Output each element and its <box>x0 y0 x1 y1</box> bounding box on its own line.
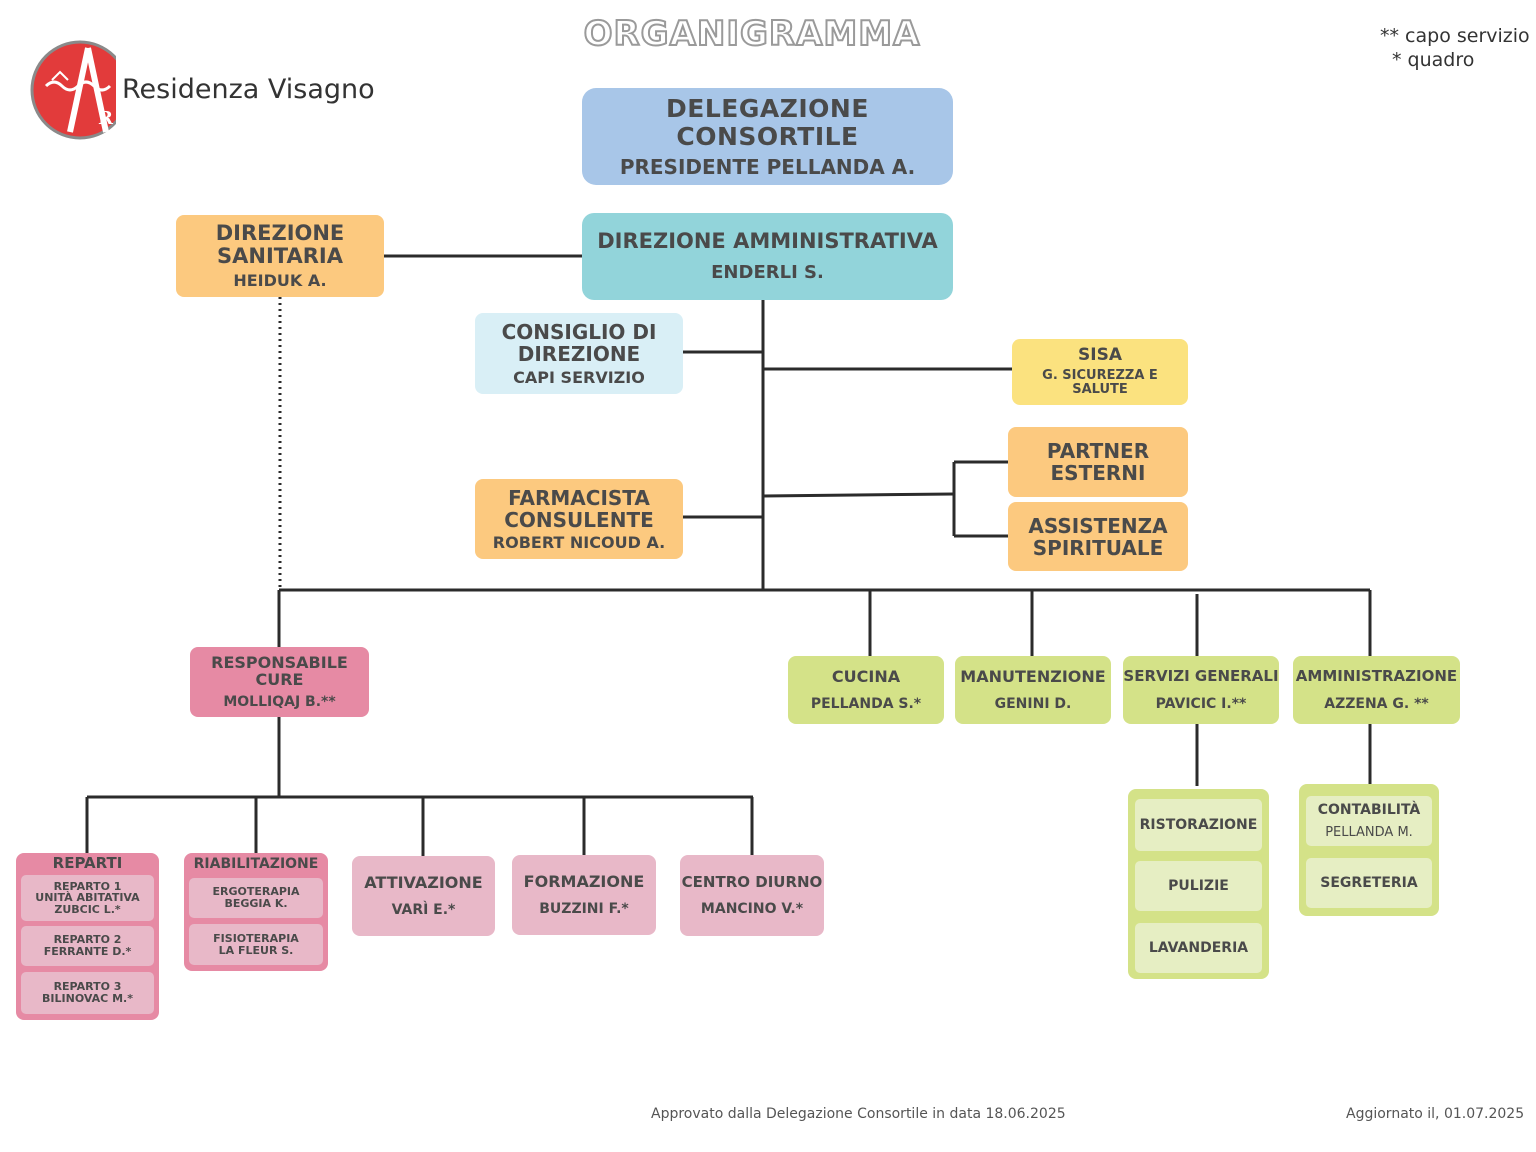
page-title: ORGANIGRAMMA <box>583 13 921 55</box>
sub-label: FISIOTERAPIA <box>213 931 299 945</box>
node-title: CONSORTILE <box>676 121 859 151</box>
segreteria: SEGRETERIA <box>1306 858 1432 908</box>
reparto-label: REPARTO 3 <box>53 980 122 994</box>
node-title: DIREZIONE <box>517 341 641 366</box>
node-person: ROBERT NICOUD A. <box>492 532 666 552</box>
node-person: VARÌ E.* <box>391 902 456 919</box>
reparto-person: FERRANTE D.* <box>43 945 132 958</box>
node-responsabile-cure: RESPONSABILE CURE MOLLIQAJ B.** <box>190 647 369 717</box>
node-direzione-amministrativa: DIREZIONE AMMINISTRATIVA ENDERLI S. <box>582 213 953 300</box>
line-partner-branch <box>762 492 955 498</box>
node-person: PELLANDA S.* <box>810 696 922 713</box>
node-title: CENTRO DIURNO <box>681 872 823 891</box>
sub-label: ERGOTERAPIA <box>212 885 300 899</box>
reparto-2: REPARTO 2 FERRANTE D.* <box>21 926 154 966</box>
node-title: ATTIVAZIONE <box>364 872 483 892</box>
node-person: AZZENA G. ** <box>1324 695 1429 712</box>
node-consiglio-direzione: CONSIGLIO DI DIREZIONE CAPI SERVIZIO <box>475 313 683 394</box>
logo-name: Residenza Visagno <box>122 74 375 105</box>
logo-mark-icon: R <box>30 40 130 140</box>
node-person: CAPI SERVIZIO <box>513 367 645 387</box>
node-title: FORMAZIONE <box>523 871 645 891</box>
sub-person: BEGGIA K. <box>224 897 288 910</box>
node-person: MOLLIQAJ B.** <box>223 693 336 710</box>
reparto-label: REPARTO 1 <box>53 879 122 893</box>
node-title: CONSIGLIO DI <box>501 319 657 344</box>
node-title: ASSISTENZA <box>1028 513 1168 538</box>
pulizie: PULIZIE <box>1135 861 1262 911</box>
node-title: FARMACISTA <box>508 485 650 510</box>
group-amministrazione: CONTABILITÀ PELLANDA M. SEGRETERIA <box>1299 784 1439 916</box>
node-subtitle: SALUTE <box>1072 382 1128 398</box>
node-delegazione-consortile: DELEGAZIONE CONSORTILE PRESIDENTE PELLAN… <box>582 88 953 185</box>
node-title: SPIRITUALE <box>1032 535 1164 560</box>
group-servizi-generali: RISTORAZIONE PULIZIE LAVANDERIA <box>1128 789 1269 979</box>
node-subtitle: G. SICUREZZA E <box>1042 368 1158 384</box>
node-person: PAVICIC I.** <box>1155 695 1247 712</box>
node-title: DELEGAZIONE <box>666 94 869 123</box>
node-cucina: CUCINA PELLANDA S.* <box>788 656 944 724</box>
node-title: AMMINISTRAZIONE <box>1295 667 1458 686</box>
node-reparti: REPARTI REPARTO 1 UNITÀ ABITATIVA ZUBCIC… <box>16 853 159 1020</box>
node-title: SERVIZI GENERALI <box>1123 667 1279 686</box>
node-partner-esterni: PARTNER ESTERNI <box>1008 427 1188 497</box>
node-formazione: FORMAZIONE BUZZINI F.* <box>512 855 656 935</box>
fisioterapia: FISIOTERAPIA LA FLEUR S. <box>189 924 323 965</box>
node-person: MANCINO V.* <box>700 901 804 918</box>
node-centro-diurno: CENTRO DIURNO MANCINO V.* <box>680 855 824 936</box>
node-direzione-sanitaria: DIREZIONE SANITARIA HEIDUK A. <box>176 215 384 297</box>
node-title: CUCINA <box>831 666 901 686</box>
legend: ** capo servizio * quadro <box>1380 24 1530 72</box>
sub-label: RISTORAZIONE <box>1139 816 1258 833</box>
sub-label: SEGRETERIA <box>1320 874 1418 891</box>
sub-person: LA FLEUR S. <box>218 943 294 957</box>
node-title: REPARTI <box>52 854 123 872</box>
sub-person: PELLANDA M. <box>1325 824 1413 840</box>
node-title: MANUTENZIONE <box>960 666 1106 686</box>
node-person: HEIDUK A. <box>233 271 327 291</box>
node-title: RIABILITAZIONE <box>193 856 319 872</box>
node-title: RESPONSABILE <box>211 652 348 672</box>
reparto-1: REPARTO 1 UNITÀ ABITATIVA ZUBCIC L.* <box>21 875 154 921</box>
reparto-label: REPARTO 2 <box>53 933 122 947</box>
sub-label: PULIZIE <box>1168 877 1229 894</box>
reparto-3: REPARTO 3 BILINOVAC M.* <box>21 972 154 1014</box>
node-person: ENDERLI S. <box>711 262 824 284</box>
reparto-person: BILINOVAC M.* <box>42 992 133 1005</box>
node-manutenzione: MANUTENZIONE GENINI D. <box>955 656 1111 724</box>
node-riabilitazione: RIABILITAZIONE ERGOTERAPIA BEGGIA K. FIS… <box>184 853 328 971</box>
lavanderia: LAVANDERIA <box>1135 923 1262 973</box>
footer-approved: Approvato dalla Delegazione Consortile i… <box>651 1106 1066 1122</box>
node-title: ESTERNI <box>1050 461 1146 485</box>
logo-mark-letter: R <box>98 108 114 129</box>
node-assistenza-spirituale: ASSISTENZA SPIRITUALE <box>1008 502 1188 571</box>
node-title: PARTNER <box>1046 439 1150 463</box>
node-title: CURE <box>255 670 304 690</box>
node-person: GENINI D. <box>994 696 1072 713</box>
node-person: BUZZINI F.* <box>539 901 629 918</box>
node-title: SANITARIA <box>217 244 343 269</box>
node-title: CONSULENTE <box>504 507 654 532</box>
node-amministrazione: AMMINISTRAZIONE AZZENA G. ** <box>1293 656 1460 724</box>
sub-label: CONTABILITÀ <box>1317 801 1421 818</box>
legend-quadro: * quadro <box>1392 49 1475 71</box>
contabilita: CONTABILITÀ PELLANDA M. <box>1306 796 1432 846</box>
node-title: DIREZIONE AMMINISTRATIVA <box>597 229 938 254</box>
legend-capo-servizio: ** capo servizio <box>1380 25 1530 47</box>
node-person: PRESIDENTE PELLANDA A. <box>619 155 916 179</box>
ristorazione: RISTORAZIONE <box>1135 799 1262 851</box>
node-sisa: SISA G. SICUREZZA E SALUTE <box>1012 339 1188 405</box>
node-title: DIREZIONE <box>215 221 345 246</box>
node-attivazione: ATTIVAZIONE VARÌ E.* <box>352 856 495 936</box>
footer-updated: Aggiornato il, 01.07.2025 <box>1346 1106 1525 1122</box>
ergoterapia: ERGOTERAPIA BEGGIA K. <box>189 878 323 918</box>
node-servizi-generali: SERVIZI GENERALI PAVICIC I.** <box>1123 656 1279 724</box>
reparto-person: ZUBCIC L.* <box>54 902 121 916</box>
reparto-unit: UNITÀ ABITATIVA <box>35 891 140 905</box>
node-title: SISA <box>1078 345 1122 366</box>
sub-label: LAVANDERIA <box>1148 939 1249 956</box>
node-farmacista-consulente: FARMACISTA CONSULENTE ROBERT NICOUD A. <box>475 479 683 559</box>
logo: R <box>30 40 130 140</box>
